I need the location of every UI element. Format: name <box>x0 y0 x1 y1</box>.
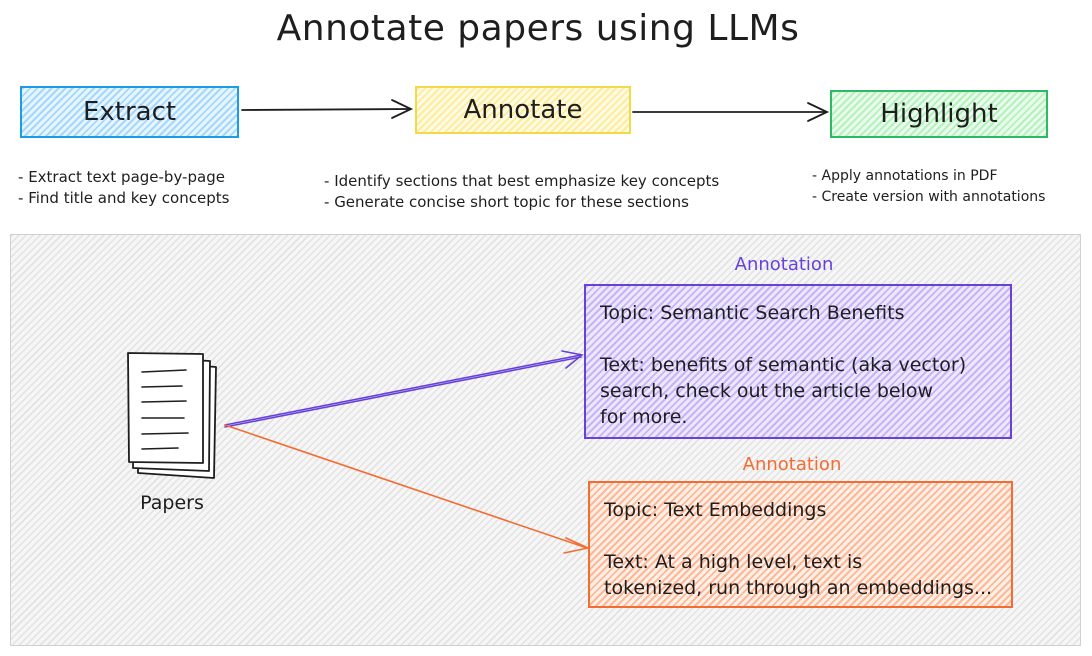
annotation-box-orange: Topic: Text Embeddings Text: At a high l… <box>588 481 1013 608</box>
arrow-papers-to-annotation-purple <box>224 350 584 428</box>
annotation-text-line: Text: benefits of semantic (aka vector) <box>600 354 967 376</box>
step-annotate-bullets: Identify sections that best emphasize ke… <box>324 171 719 213</box>
bullet-item: Create version with annotations <box>812 187 1046 208</box>
annotation-text-line: Text: At a high level, text is <box>604 551 863 573</box>
bullet-item: Find title and key concepts <box>18 188 229 209</box>
annotation-box-purple: Topic: Semantic Search Benefits Text: be… <box>584 284 1012 439</box>
step-highlight-bullets: Apply annotations in PDF Create version … <box>812 166 1046 208</box>
step-highlight-label: Highlight <box>880 99 998 129</box>
bullet-item: Apply annotations in PDF <box>812 166 1045 187</box>
annotation-text-line: for more. <box>600 406 688 428</box>
annotation-text-line: search, check out the article below <box>600 380 934 402</box>
step-extract-box: Extract <box>20 86 239 138</box>
annotation-label-purple: Annotation <box>734 254 834 275</box>
annotation-label-orange: Annotation <box>742 454 842 475</box>
annotation-topic: Topic: Semantic Search Benefits <box>600 302 905 324</box>
step-annotate-box: Annotate <box>415 86 631 134</box>
annotation-text-line: tokenized, run through an embeddings... <box>604 577 993 599</box>
bullet-item: Identify sections that best emphasize ke… <box>324 171 719 192</box>
arrow-extract-to-annotate <box>241 99 414 119</box>
arrow-annotate-to-highlight <box>632 102 830 122</box>
papers-label: Papers <box>140 492 204 514</box>
bullet-item: Extract text page-by-page <box>18 167 229 188</box>
papers-stack-icon <box>127 352 217 479</box>
step-highlight-box: Highlight <box>830 90 1048 138</box>
bullet-item: Generate concise short topic for these s… <box>324 192 719 213</box>
diagram-title: Annotate papers using LLMs <box>276 8 800 49</box>
step-extract-label: Extract <box>82 97 177 127</box>
step-annotate-label: Annotate <box>463 95 583 125</box>
step-extract-bullets: Extract text page-by-page Find title and… <box>18 167 229 209</box>
arrow-papers-to-annotation-orange <box>224 424 591 554</box>
annotation-topic: Topic: Text Embeddings <box>604 499 827 521</box>
